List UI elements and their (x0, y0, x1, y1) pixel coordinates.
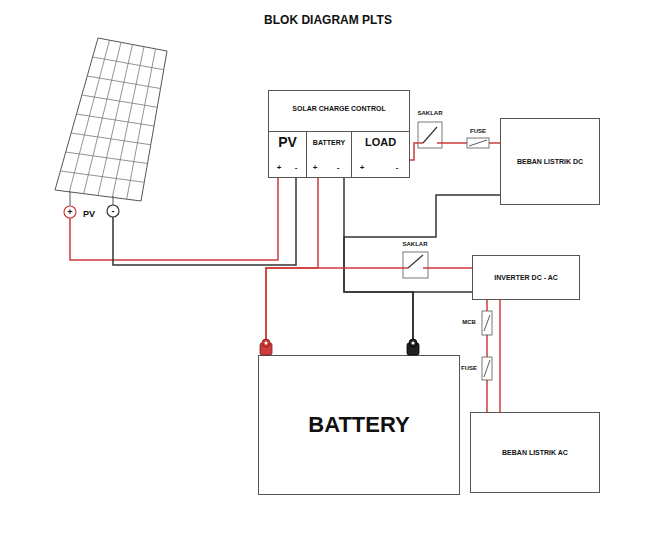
node-text: BATTERY (308, 413, 409, 437)
pv-positive-wire (70, 178, 278, 260)
cell-line (93, 57, 164, 70)
load-box: BEBAN LISTRIK AC (470, 412, 600, 493)
component-label: SAKLAR (418, 110, 443, 116)
component-label: FUSE (461, 365, 477, 371)
component-label: FUSE (470, 128, 486, 134)
node-text: LOAD (365, 136, 396, 148)
switch-symbol (418, 122, 442, 148)
node-text: INVERTER DC - AC (494, 274, 558, 282)
node-text: BEBAN LISTRIK AC (502, 449, 568, 457)
wire (266, 177, 318, 355)
panel-label: PV (83, 210, 95, 219)
inverter-box: INVERTER DC - AC (472, 255, 580, 300)
battery-box: BATTERY (258, 355, 460, 495)
terminal-section: LOAD (351, 131, 409, 177)
component-label: MCB (462, 319, 476, 325)
cell-line (87, 76, 160, 89)
battery-terminal (260, 339, 272, 355)
panel-lead (70, 191, 71, 206)
cell-line (60, 171, 144, 182)
fuse-symbol (482, 357, 492, 380)
panel-frame (55, 38, 167, 201)
panel-terminal (107, 205, 119, 217)
load-box: BEBAN LISTRIK DC (500, 118, 600, 205)
fuse-symbol (467, 138, 489, 148)
wire (499, 300, 501, 412)
panel-lead (113, 196, 114, 205)
diagram-title: BLOK DIAGRAM PLTS (264, 13, 392, 27)
node-text: SOLAR CHARGE CONTROL (292, 105, 385, 113)
node-text: BEBAN LISTRIK DC (517, 158, 583, 166)
terminal-section: PV (269, 131, 306, 177)
battery-terminal (407, 339, 419, 355)
cell-line (66, 152, 148, 164)
panel-cells (60, 40, 163, 199)
cell-line (82, 95, 157, 107)
node-text: BATTERY (313, 139, 345, 147)
controller-box: SOLAR CHARGE CONTROL PV BATTERY LOAD (268, 90, 410, 178)
polarity-sign: + (67, 208, 72, 217)
node-text: PV (278, 135, 297, 150)
component-label: SAKLAR (403, 241, 428, 247)
terminal-section: BATTERY (306, 131, 351, 177)
pv-negative-wire (113, 178, 296, 265)
wire (413, 292, 472, 355)
cell-line (71, 133, 151, 145)
solar-panel (55, 38, 167, 206)
wire (266, 268, 472, 355)
polarity-sign: - (112, 207, 115, 216)
mcb-symbol (482, 311, 492, 335)
cell-line (77, 114, 155, 126)
panel-terminal (64, 206, 76, 218)
switch-symbol (403, 252, 428, 278)
